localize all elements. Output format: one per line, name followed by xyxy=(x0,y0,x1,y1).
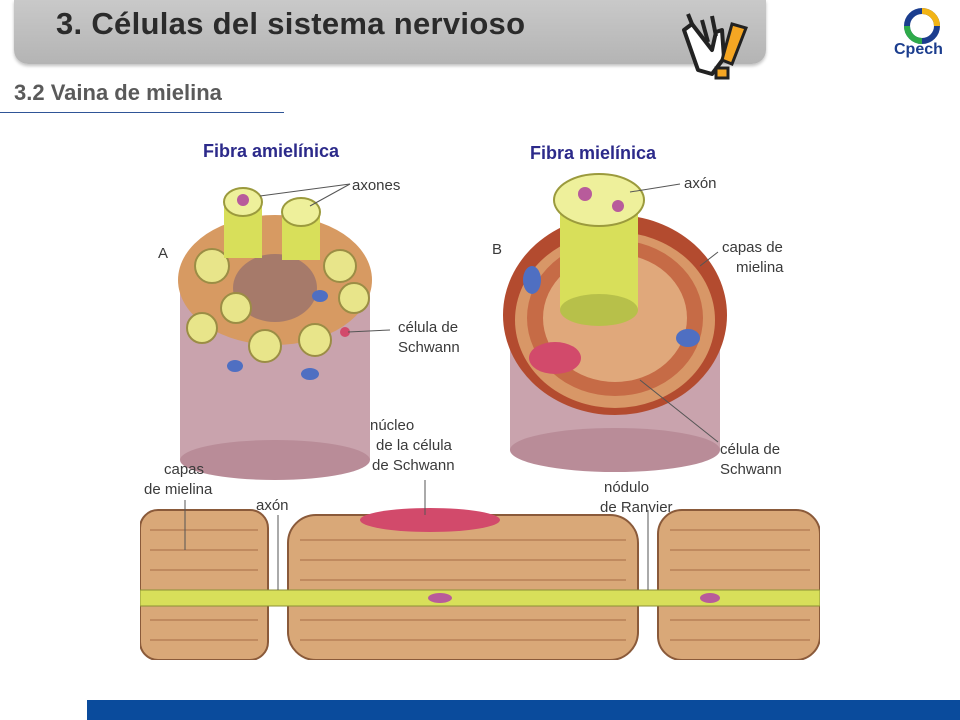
annotation-nodulo-1: nódulo xyxy=(604,479,649,496)
annotation-nucleo-3: de Schwann xyxy=(372,457,455,474)
annotation-celula-schwann-a-1: célula de xyxy=(398,319,458,336)
slide-title: 3. Células del sistema nervioso xyxy=(56,6,526,41)
annotation-celula-schwann-b-2: Schwann xyxy=(720,461,782,478)
annotation-capas-mielina-b-2: mielina xyxy=(736,259,784,276)
section-subtitle: 3.2 Vaina de mielina xyxy=(14,80,222,105)
footer-bar xyxy=(87,700,960,720)
annotation-celula-schwann-a-2: Schwann xyxy=(398,339,460,356)
annotation-axon-bottom: axón xyxy=(256,497,289,514)
nerve-fiber-illustration: A axones célula de Schwann B axón capas … xyxy=(140,173,820,660)
annotation-capas-mielina-1: capas xyxy=(164,461,204,478)
annotation-axones: axones xyxy=(352,177,400,194)
subtitle-underline xyxy=(0,112,284,113)
annotation-capas-mielina-2: de mielina xyxy=(144,481,213,498)
panel-b-letter: B xyxy=(492,241,502,258)
annotation-nucleo-2: de la célula xyxy=(376,437,453,454)
hand-pointer-icon xyxy=(682,13,748,80)
title-bar: 3. Células del sistema nervioso xyxy=(14,0,766,64)
cpech-logo xyxy=(904,8,940,44)
logo-text: Cpech xyxy=(894,41,943,58)
annotation-celula-schwann-b-1: célula de xyxy=(720,441,780,458)
annotation-capas-mielina-b-1: capas de xyxy=(722,239,783,256)
annotation-axon-b: axón xyxy=(684,175,717,192)
panel-a-letter: A xyxy=(158,245,168,262)
annotation-nucleo-1: núcleo xyxy=(370,417,414,434)
annotation-nodulo-2: de Ranvier xyxy=(600,499,673,516)
longitudinal-axon: núcleo de la célula de Schwann capas de … xyxy=(140,417,820,660)
panel-b-myelinated: B axón capas de mielina célula de Schwan… xyxy=(492,173,784,478)
label-fibra-mielinica: Fibra mielínica xyxy=(530,143,657,163)
panel-a-unmyelinated: A axones célula de Schwann xyxy=(158,177,460,480)
label-fibra-amielinica: Fibra amielínica xyxy=(203,141,340,161)
